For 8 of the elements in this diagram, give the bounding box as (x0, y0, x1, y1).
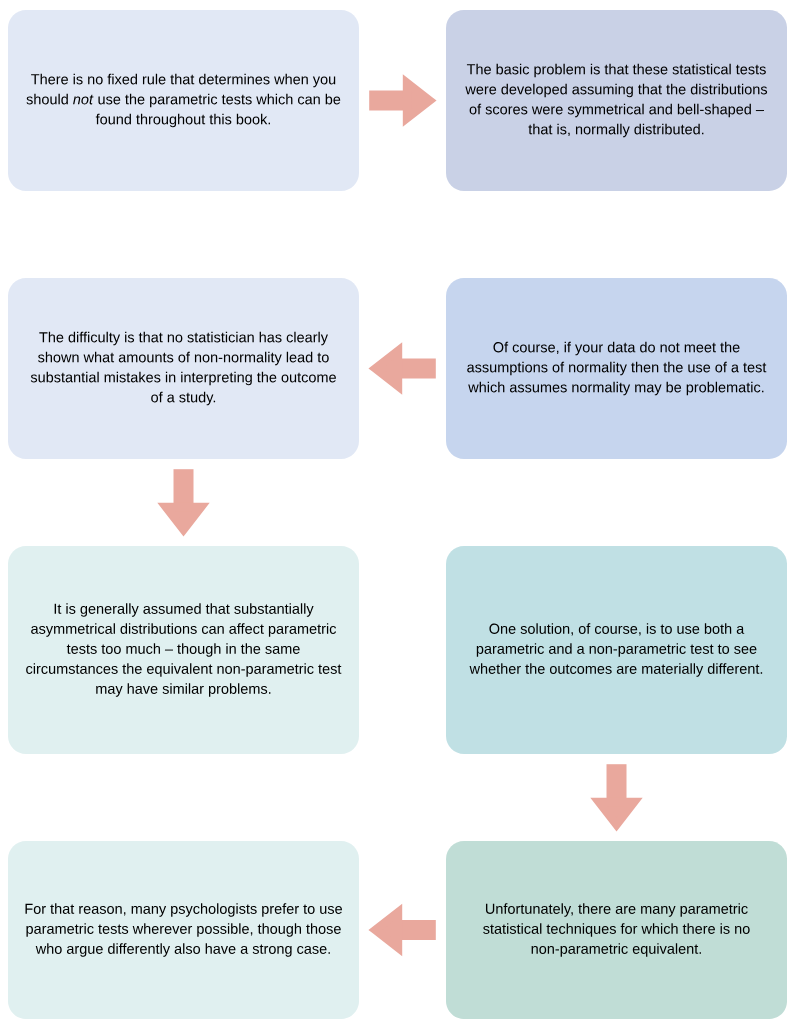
text-box: One solution, of course, is to use both a parametric and a non-parametric test to see whether the outcomes are materially different. (446, 546, 787, 754)
text-box: For that reason, many psychologists prefer to use parametric tests wherever possible, though those who argue differently also have a strong case. (8, 841, 359, 1019)
text-box: Of course, if your data do not meet the assumptions of normality then the use of a test which assumes normality may be problematic. (446, 278, 787, 459)
text-box: The basic problem is that these statistical tests were developed assuming that the distributions of scores were symmetrical and bell-shaped – that is, normally distributed. (446, 10, 787, 191)
text-box: The difficulty is that no statistician has clearly shown what amounts of non-normality lead to substantial mistakes in interpreting the outcome of a study. (8, 278, 359, 459)
text-box: It is generally assumed that substantially asymmetrical distributions can affect parametric tests too much – though in the same circumstances the equivalent non-parametric test may have similar problems. (8, 546, 359, 754)
text-box: There is no fixed rule that determines when you should not use the parametric tests which can be found throughout this book. (8, 10, 359, 191)
text-box: Unfortunately, there are many parametric statistical techniques for which there is no non-parametric equivalent. (446, 841, 787, 1019)
